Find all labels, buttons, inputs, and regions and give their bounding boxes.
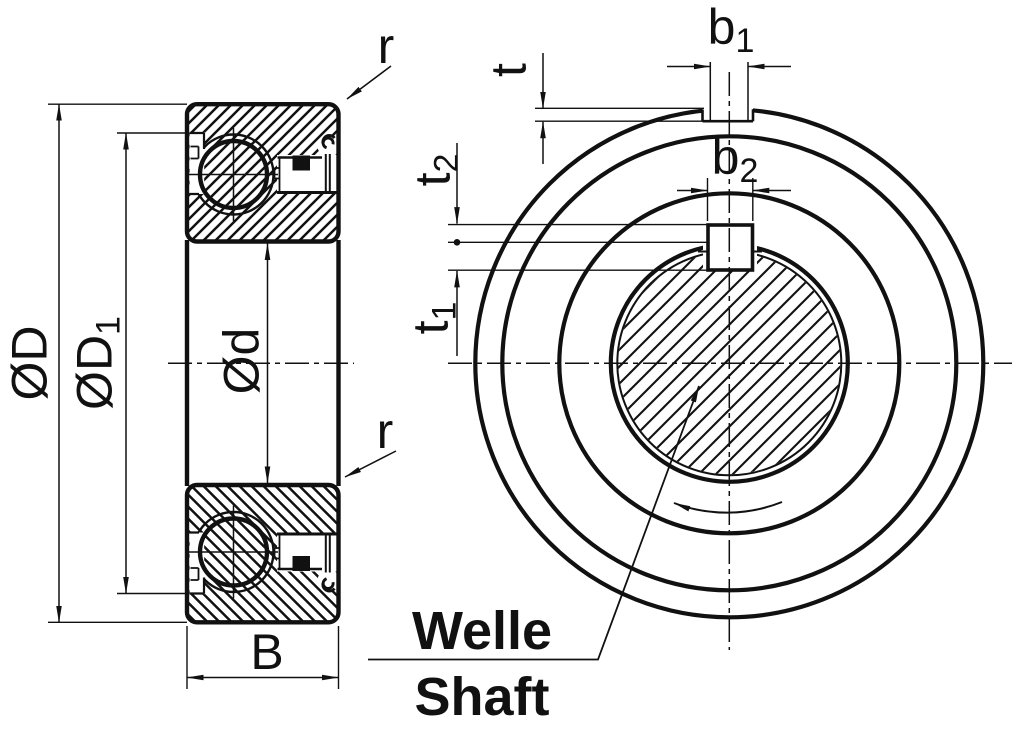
label-bore-diameter: Ød (214, 328, 270, 395)
label-ring-slot-depth: t (481, 63, 537, 77)
label-shaft-de: Welle (412, 601, 552, 661)
label-shaft-en: Shaft (415, 667, 550, 727)
label-chamfer-radius-top: r (378, 18, 395, 74)
ring-slot-extension-lines (709, 62, 749, 122)
radius-callout-top: r (346, 18, 395, 100)
label-chamfer-radius-bottom: r (377, 403, 394, 459)
label-keyway-width: b2 (712, 129, 759, 190)
dimension-b2: b2 (677, 129, 791, 221)
dimension-bore: Ød (214, 243, 271, 484)
key (706, 223, 755, 272)
dimension-od1: ØD1 (67, 132, 187, 595)
dimension-b1: b1 (667, 0, 791, 70)
radius-callout-bottom: r (344, 403, 397, 478)
upper-half-section (187, 104, 339, 241)
reference-dot (453, 239, 461, 246)
dimension-t: t (481, 53, 704, 164)
rotation-direction-arrow (673, 501, 783, 514)
dimension-od: ØD (2, 103, 187, 623)
shaft-annotation: Welle Shaft (368, 385, 700, 727)
dimension-t2: t2 (405, 143, 708, 246)
label-ring-slot-width: b1 (708, 0, 755, 60)
front-view: b1 b2 t t2 t1 Welle Shaft (368, 0, 1012, 727)
lower-half-section (187, 485, 339, 622)
section-view: ØD ØD1 Ød B r r (2, 18, 397, 689)
ring-slot (701, 62, 755, 123)
label-outer-diameter: ØD (2, 326, 58, 401)
label-key-protrusion: t2 (405, 154, 466, 187)
label-width: B (250, 624, 283, 680)
ring-slot-walls (701, 109, 755, 122)
shaft-leader-line (368, 385, 700, 661)
dimension-t1: t1 (403, 269, 708, 356)
label-shoulder-diameter: ØD1 (67, 316, 128, 410)
label-keyway-depth: t1 (403, 302, 464, 335)
dimension-width: B (186, 624, 340, 689)
